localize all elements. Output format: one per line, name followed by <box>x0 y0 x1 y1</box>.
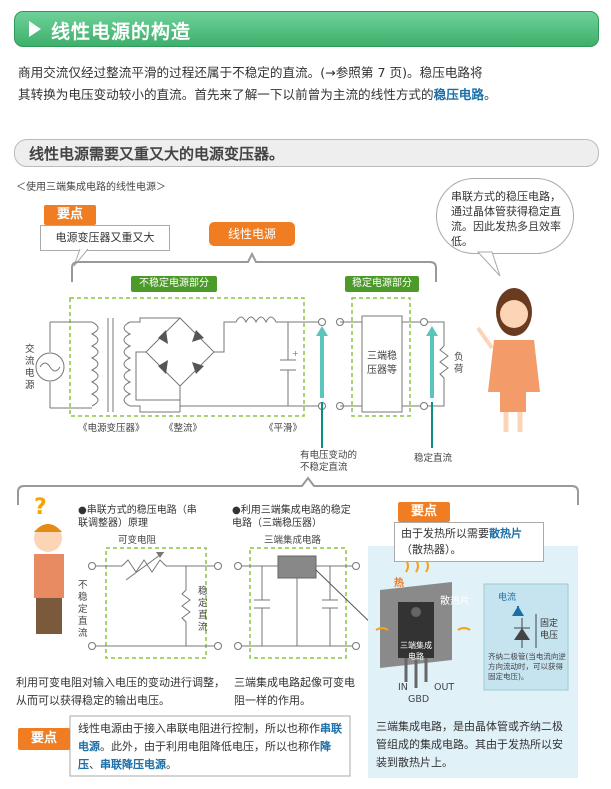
pin-gnd-label: GBD <box>408 694 430 705</box>
bridge-rectifier-icon <box>145 317 215 387</box>
ic-package-label: 三端集成电路 <box>400 641 432 661</box>
title-banner: 线性电源的构造 <box>14 11 599 47</box>
point-bubble-1: 电源变压器又重又大 <box>40 225 170 251</box>
point-bubble-tail <box>73 248 89 267</box>
point2-post: （散热器）。 <box>401 543 462 556</box>
load-label: 负荷 <box>454 352 464 375</box>
point-bubble-2: 由于发热所以需要散热片 （散热器）。 <box>394 522 544 562</box>
svg-text:+: + <box>292 349 299 358</box>
diagram-caption: ＜使用三端集成电路的线性电源＞ <box>16 182 166 193</box>
point-tag-2: 要点 <box>398 502 450 522</box>
ic-chip-icon <box>277 555 317 579</box>
heatsink-desc: 三端集成电路，是由晶体管或齐纳二极管组成的集成电路。其由于发热所以安装到散热片上… <box>376 720 563 769</box>
point-box-3 <box>69 715 351 777</box>
detail-bracket <box>17 476 579 505</box>
regulator-label: 三端稳压器等 <box>367 351 397 376</box>
variable-resistor-label: 可变电阻 <box>118 535 157 546</box>
intro-line-1: 商用交流仅经过整流平滑的过程还属于不稳定的直流。(→参照第 7 页)。稳压电路将 <box>18 65 483 80</box>
speech-tail <box>476 251 501 277</box>
point3-l4: 。 <box>166 758 177 771</box>
ic-label: 三端集成电路 <box>264 535 322 546</box>
heat-label: 热 <box>394 578 404 589</box>
point3-b3: 串联降压电源 <box>100 758 166 771</box>
series-regulator-desc: 利用可变电阻对输入电压的变动进行调整，从而可以获得稳定的输出电压。 <box>16 676 225 707</box>
three-terminal-desc: 三端集成电路起像可变电阻一样的作用。 <box>234 676 355 707</box>
intro-line-2-post: 。 <box>483 87 497 102</box>
speech-bubble: 串联方式的稳压电路，通过晶体管获得稳定直流。因此发热多且效率低。 <box>436 178 574 254</box>
zener-note: 齐纳二极管(当电流向逆方向流动时，可以获得固定电压)。 <box>488 652 566 681</box>
pin-in-label: IN <box>398 682 408 693</box>
linear-power-bracket <box>71 251 437 282</box>
point2-pre: 由于发热所以需要 <box>401 527 489 540</box>
point3-b2: 降压 <box>78 740 331 771</box>
pointer-line <box>315 569 379 631</box>
point3-text: 线性电源由于接入串联电阻进行控制，所以也称作串联电源。此外，由于利用电阻降低电压… <box>78 720 346 774</box>
intro-line-2: 其转换为电压变动较小的直流。首先来了解一下以前曾为主流的线性方式的稳压电路。 <box>18 84 598 106</box>
section-title: 线性电源需要又重又大的电源变压器。 <box>29 145 285 163</box>
series-regulator-box <box>105 547 207 659</box>
point3-l2: 。此外，由于利用电阻降低电压，所以也称作 <box>100 740 320 753</box>
unstable-section-box <box>69 297 305 417</box>
transformer-secondary-icon <box>123 321 132 407</box>
point-tag-3: 要点 <box>18 728 70 750</box>
point3-l1: 线性电源由于接入串联电阻进行控制，所以也称作 <box>78 722 320 735</box>
stable-part-label: 稳定电源部分 <box>345 276 419 292</box>
play-triangle-icon <box>29 21 41 37</box>
point-tag-1: 要点 <box>44 205 96 225</box>
zener-diode-icon <box>514 628 530 640</box>
stable-section-box <box>351 297 411 417</box>
point3-b1: 串联电源 <box>78 722 342 753</box>
rectify-label: 《整流》 <box>164 423 203 434</box>
transformer-label: 《电源变压器》 <box>78 423 145 434</box>
question-mark-icon: ? <box>34 495 47 520</box>
variable-resistor-icon <box>121 559 167 573</box>
regulator-box <box>361 315 403 413</box>
load-resistor-icon <box>427 345 449 407</box>
linear-power-label: 线性电源 <box>209 222 295 246</box>
intro-paragraph: 商用交流仅经过整流平滑的过程还属于不稳定的直流。(→参照第 7 页)。稳压电路将… <box>18 62 598 106</box>
fixed-voltage-label: 固定电压 <box>540 619 559 641</box>
heatsink-label: 散热片 <box>440 596 470 607</box>
series-regulator-title: ●串联方式的稳压电路（串联调整器）原理 <box>78 505 197 529</box>
intro-line-2-pre: 其转换为电压变动较小的直流。首先来了解一下以前曾为主流的线性方式的 <box>18 87 434 102</box>
unstable-part-label: 不稳定电源部分 <box>131 276 217 292</box>
ac-source-label: 交流电源 <box>25 344 35 391</box>
inductor-icon <box>235 316 277 324</box>
three-terminal-box <box>249 547 347 659</box>
stable-output-label: 稳定直流 <box>198 586 208 633</box>
current-label: 电流 <box>498 593 517 603</box>
smooth-label: 《平滑》 <box>264 423 303 434</box>
page-title: 线性电源的构造 <box>51 21 192 43</box>
unstable-dc-label: 有电压变动的不稳定直流 <box>300 450 358 473</box>
three-terminal-title: ●利用三端集成电路的稳定电路（三端稳压器） <box>232 505 351 529</box>
section-heading: 线性电源需要又重又大的电源变压器。 <box>14 139 599 167</box>
point2-highlight: 散热片 <box>489 527 522 540</box>
transformer-primary-icon <box>90 321 99 407</box>
unstable-input-label: 不稳定直流 <box>78 580 88 639</box>
stable-dc-label: 稳定直流 <box>414 453 453 464</box>
intro-highlight: 稳压电路 <box>433 87 484 102</box>
pin-out-label: OUT <box>434 682 455 693</box>
point3-l3: 、 <box>89 758 100 771</box>
